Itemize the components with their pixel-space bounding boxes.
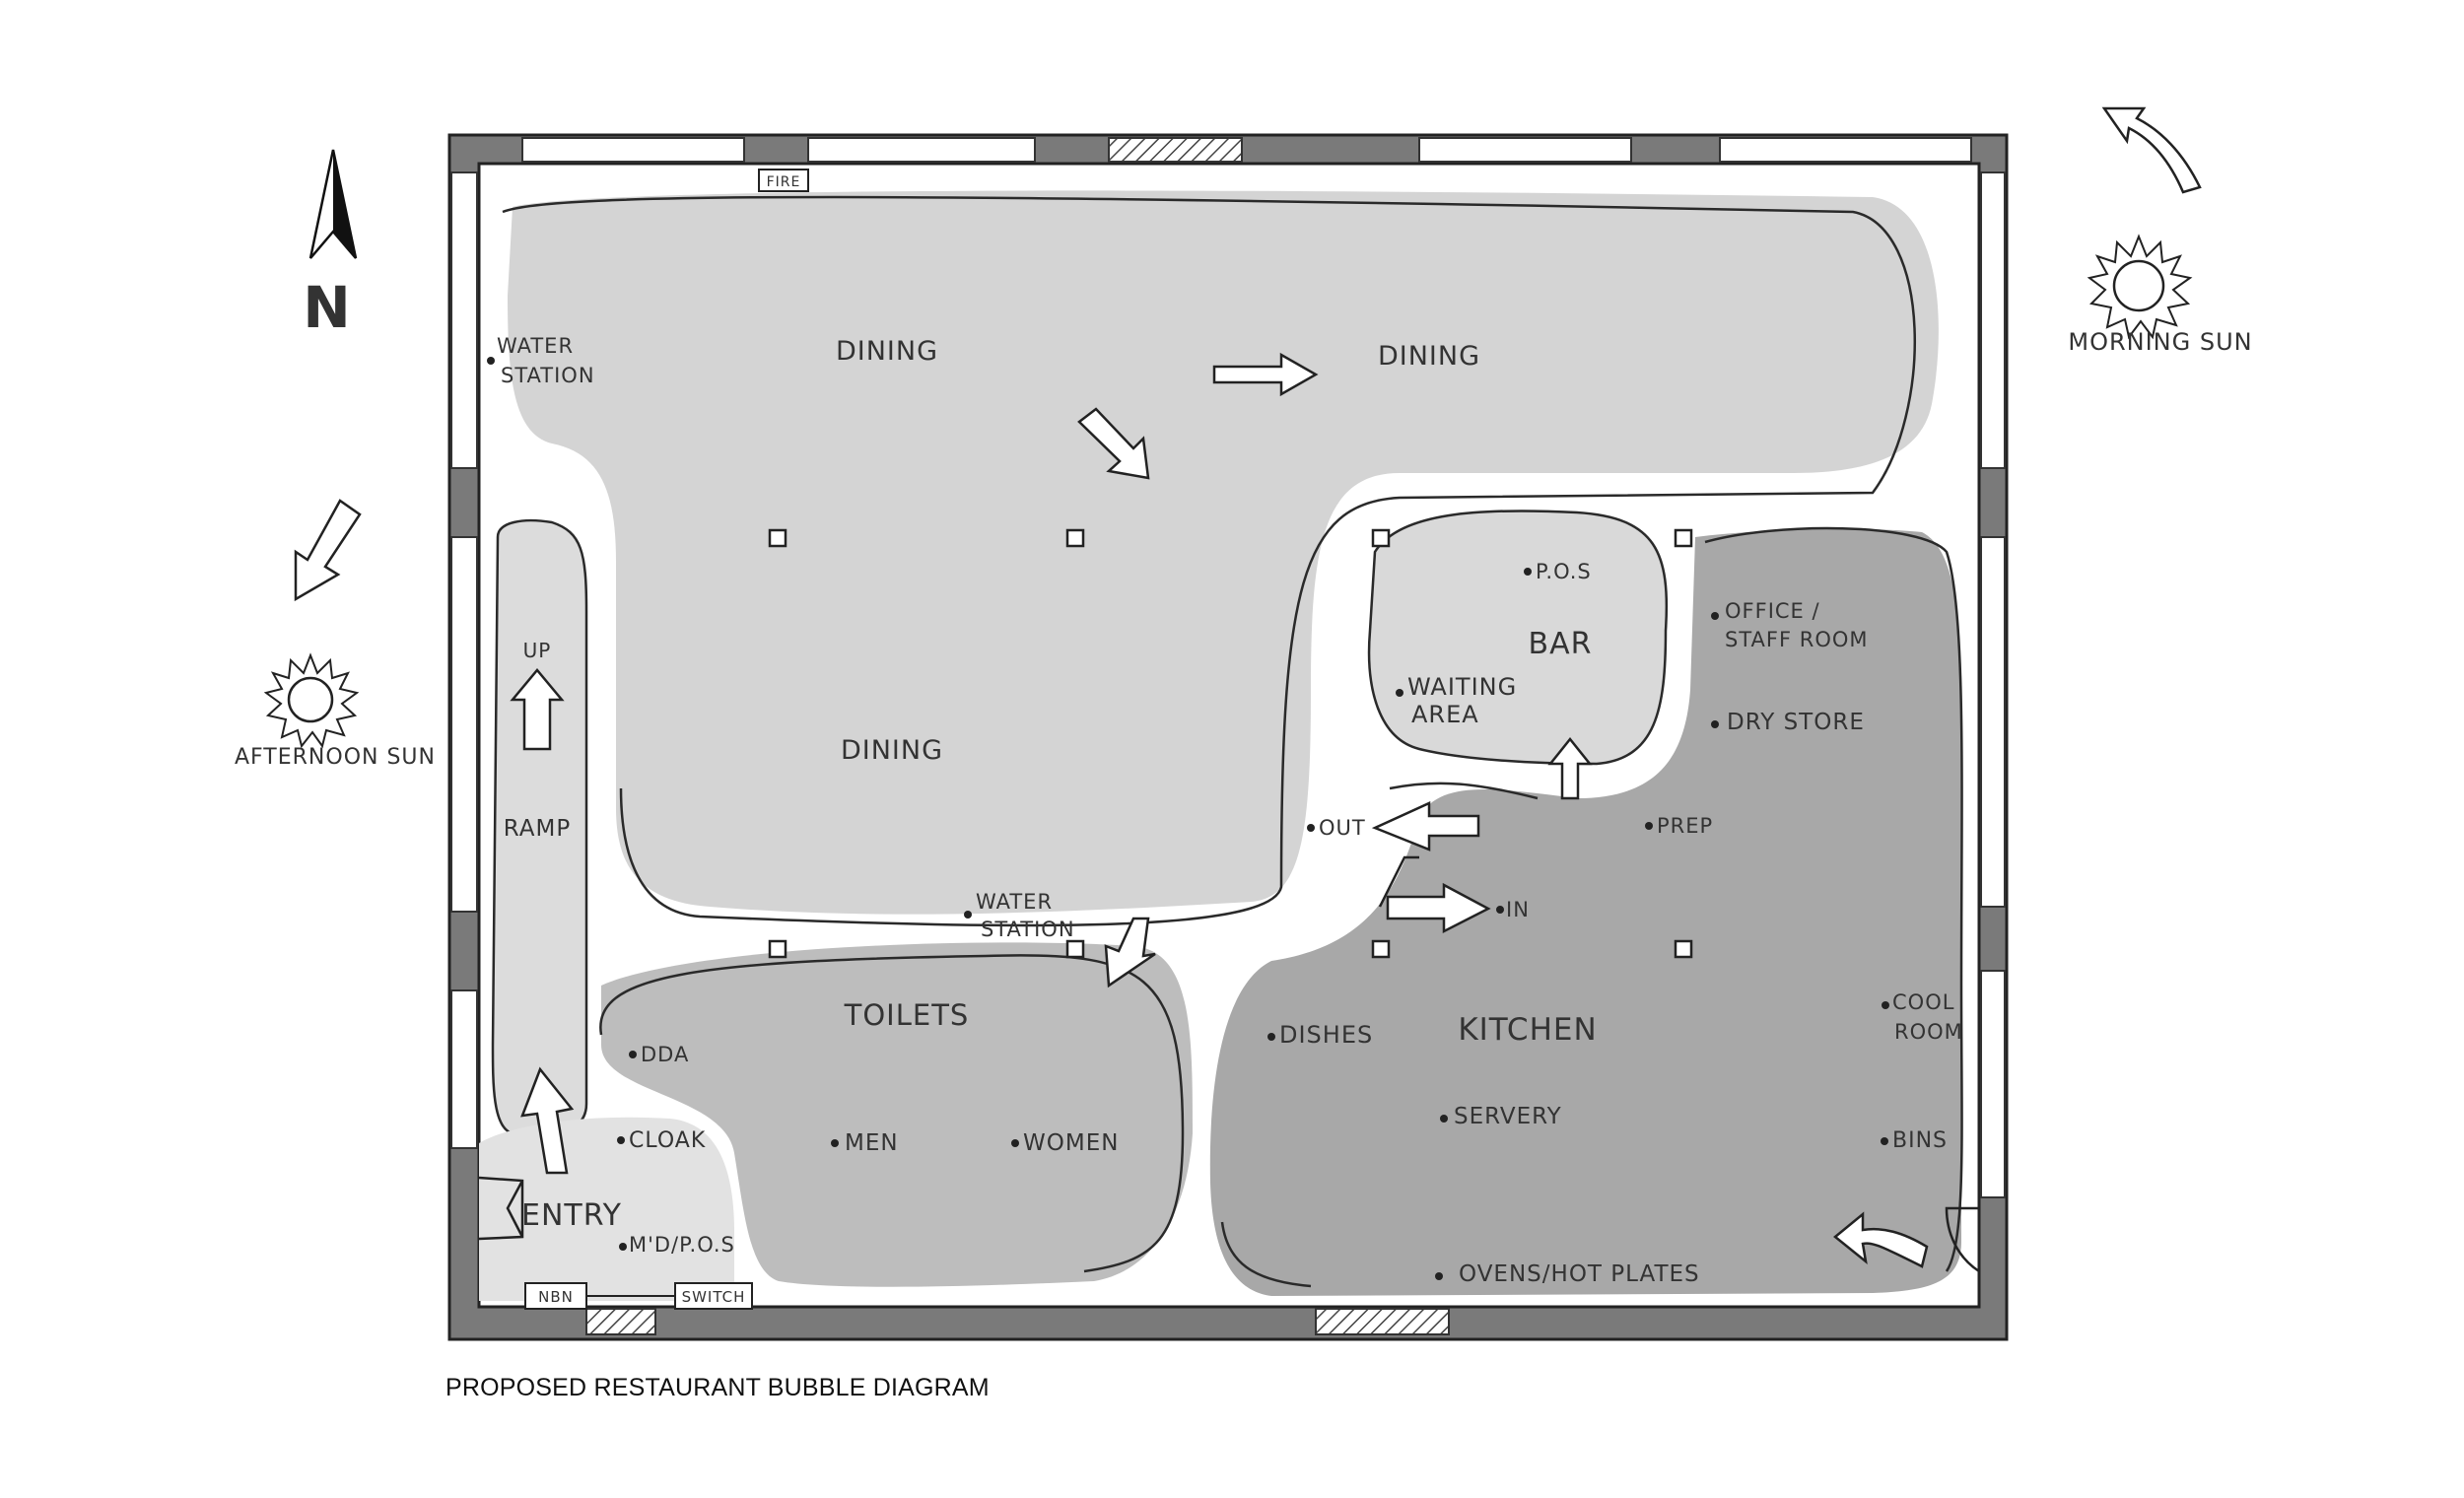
- ovens-label: OVENS/HOT PLATES: [1459, 1261, 1700, 1287]
- water-station-1-line2: STATION: [501, 364, 595, 387]
- zone-kitchen: [1209, 528, 1961, 1296]
- zone-toilets: [601, 942, 1193, 1287]
- dry-store-label: DRY STORE: [1727, 710, 1865, 735]
- arrow-kitchen-icon: [1833, 1211, 1929, 1268]
- arrow-nw-icon: [2101, 106, 2202, 194]
- room-labels: DINING DINING DINING RAMP UP BAR KITCHEN…: [504, 336, 1597, 1233]
- room-label-toilets: TOILETS: [844, 998, 970, 1032]
- room-label-bar: BAR: [1529, 627, 1593, 661]
- room-label-dining-1: DINING: [836, 336, 938, 367]
- arrow-diagonal-icon: [1077, 407, 1150, 480]
- kitchen-door-icon: [1945, 1206, 1980, 1273]
- zone-bar: [1367, 510, 1669, 766]
- nbn-tag: NBN: [538, 1288, 574, 1306]
- arrow-up-icon: [510, 668, 565, 751]
- servery-label: SERVERY: [1454, 1104, 1562, 1129]
- afternoon-sun-label: AFTERNOON SUN: [235, 745, 436, 770]
- service-tags: FIRE NBN SWITCH: [524, 169, 809, 1310]
- switch-tag: SWITCH: [682, 1288, 746, 1306]
- room-label-dining-2: DINING: [1378, 341, 1480, 372]
- afternoon-sun-icon: [263, 652, 360, 749]
- pos-bar-label: P.O.S: [1536, 560, 1592, 583]
- dda-label: DDA: [641, 1043, 689, 1066]
- water-station-1-line1: WATER: [497, 334, 574, 358]
- arrow-right-icon: [1212, 352, 1319, 397]
- in-label: IN: [1506, 898, 1530, 921]
- point-labels: WATER STATION WATER STATION P.O.S WAITIN…: [487, 334, 1963, 1287]
- zone-entry: [479, 1117, 734, 1301]
- zone-dining: [508, 190, 1939, 915]
- out-label: OUT: [1319, 816, 1366, 840]
- waiting-area-line1: WAITING: [1407, 673, 1517, 701]
- doors: [478, 1176, 1980, 1273]
- arrow-sw-icon: [294, 499, 362, 602]
- columns: [768, 528, 1693, 959]
- bins-label: BINS: [1892, 1128, 1948, 1153]
- entry-door-icon: [478, 1176, 524, 1241]
- zone-ramp: [491, 518, 588, 1136]
- room-label-kitchen: KITCHEN: [1458, 1012, 1597, 1048]
- dishes-label: DISHES: [1279, 1021, 1373, 1049]
- water-station-2-line1: WATER: [976, 890, 1053, 914]
- arrow-entry-icon: [520, 1066, 575, 1175]
- cool-room-line2: ROOM: [1894, 1020, 1963, 1044]
- room-label-dining-3: DINING: [841, 735, 943, 766]
- arrow-bar-icon: [1547, 736, 1593, 800]
- diagram-caption: PROPOSED RESTAURANT BUBBLE DIAGRAM: [445, 1374, 990, 1401]
- prep-label: PREP: [1657, 814, 1713, 838]
- fire-tag: FIRE: [767, 174, 801, 190]
- cloak-label: CLOAK: [629, 1128, 706, 1153]
- women-label: WOMEN: [1023, 1130, 1119, 1156]
- arrow-out-icon: [1371, 801, 1480, 851]
- zones: [479, 190, 1963, 1301]
- morning-sun-label: MORNING SUN: [2068, 328, 2252, 356]
- men-label: MEN: [845, 1130, 899, 1156]
- cool-room-line1: COOL: [1892, 990, 1954, 1014]
- room-label-ramp: RAMP: [504, 816, 572, 842]
- arrow-toilets-icon: [1104, 917, 1156, 988]
- office-line2: STAFF ROOM: [1725, 628, 1869, 651]
- md-pos-label: M'D/P.O.S: [629, 1233, 735, 1257]
- morning-sun-icon: [2087, 234, 2193, 340]
- flow-arrows: [294, 106, 2202, 1268]
- room-label-up: UP: [523, 639, 552, 662]
- water-station-2-line2: STATION: [981, 918, 1075, 941]
- office-line1: OFFICE /: [1725, 599, 1820, 623]
- waiting-area-line2: AREA: [1411, 701, 1479, 728]
- north-arrow-icon: N: [303, 149, 358, 341]
- compass-letter: N: [303, 274, 352, 341]
- arrow-in-icon: [1386, 882, 1491, 934]
- room-label-entry: ENTRY: [521, 1198, 622, 1233]
